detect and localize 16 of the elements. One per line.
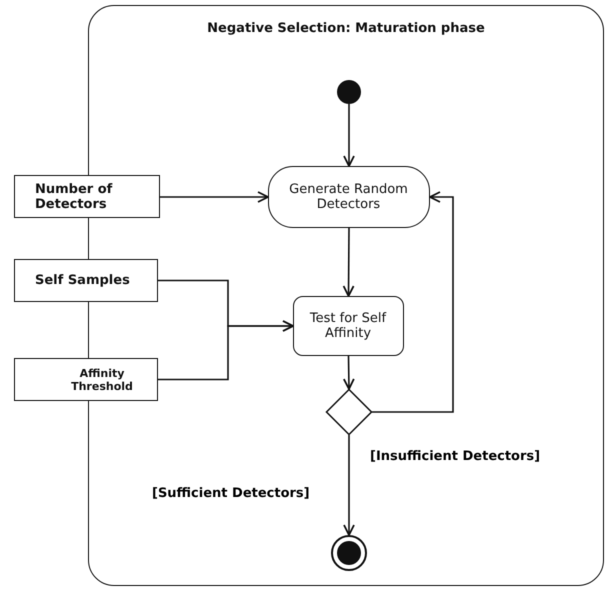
arrow xyxy=(372,191,454,413)
input-pin: Self Samples xyxy=(14,259,158,302)
action-node: Generate Random Detectors xyxy=(268,166,430,228)
input-pin: Affinity Threshold xyxy=(14,358,158,401)
arrow xyxy=(160,191,269,203)
arrow xyxy=(343,435,355,536)
input-pin: Number of Detectors xyxy=(14,175,160,218)
action-node: Test for Self Affinity xyxy=(292,296,404,356)
arrow xyxy=(342,228,354,297)
decision-diamond xyxy=(326,388,372,434)
arrow xyxy=(342,356,355,390)
frame-title: Negative Selection: Maturation phase xyxy=(207,21,485,36)
arrow xyxy=(158,320,294,380)
initial-node xyxy=(336,80,360,104)
final-node xyxy=(330,534,366,570)
arrow xyxy=(343,104,355,167)
